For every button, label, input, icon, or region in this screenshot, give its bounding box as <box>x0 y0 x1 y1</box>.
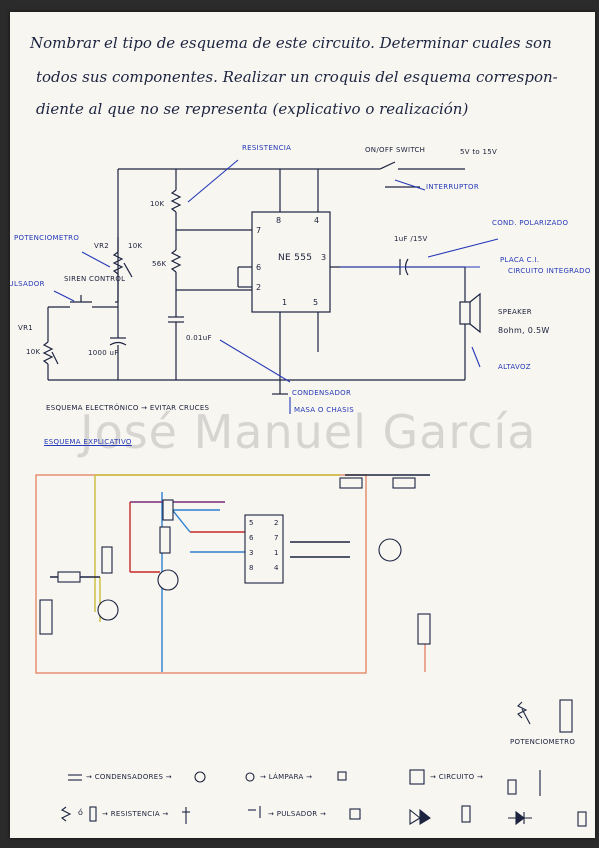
label-voltage: 5V to 15V <box>460 148 498 156</box>
label-vr1: VR1 <box>18 324 34 332</box>
prompt-line-2: todos sus componentes. Realizar un croqu… <box>36 68 558 86</box>
ic-pin-2: 2 <box>256 283 262 292</box>
label-r10k-top: 10K <box>150 200 165 208</box>
legend-condensadores: → CONDENSADORES → <box>86 773 172 781</box>
expl-pin-left-3: 3 <box>249 549 254 557</box>
label-cap-rating: 1uF /15V <box>394 235 428 243</box>
ic-pin-8: 8 <box>276 216 282 225</box>
prompt-line-1: Nombrar el tipo de esquema de este circu… <box>30 34 552 52</box>
expl-pin-left-1: 5 <box>249 519 254 527</box>
expl-pin-left-4: 8 <box>249 564 254 572</box>
label-onoff-switch: ON/OFF SWITCH <box>365 146 426 154</box>
watermark: José Manuel García <box>80 405 537 459</box>
caption-esquema-electronico: ESQUEMA ELECTRÓNICO → EVITAR CRUCES <box>46 404 210 412</box>
legend-circuito: → CIRCUITO → <box>430 773 484 781</box>
legend-resistencia: → RESISTENCIA → <box>102 810 169 818</box>
label-pulsador: PULSADOR <box>10 280 45 288</box>
title-esquema-explicativo: ESQUEMA EXPLICATIVO <box>44 438 132 446</box>
label-potenciometro-note: POTENCIOMETRO <box>510 738 576 746</box>
label-r10k-vr2: 10K <box>128 242 143 250</box>
label-vr2: VR2 <box>94 242 110 250</box>
ic-pin-6: 6 <box>256 263 262 272</box>
ic-pin-1: 1 <box>282 298 288 307</box>
label-cap-001uf: 0.01uF <box>186 334 212 342</box>
label-circuito-integrado: CIRCUITO INTEGRADO <box>508 267 591 275</box>
paper-sheet: Nombrar el tipo de esquema de este circu… <box>10 12 595 838</box>
expl-pin-right-4: 4 <box>274 564 279 572</box>
expl-pin-right-2: 7 <box>274 534 279 542</box>
label-potenciometro: POTENCIOMETRO <box>14 234 80 242</box>
label-condensador: CONDENSADOR <box>292 389 352 397</box>
label-interruptor: INTERRUPTOR <box>426 183 480 191</box>
label-placa-ci: PLACA C.I. <box>500 256 540 264</box>
label-speaker: SPEAKER <box>498 308 532 316</box>
circuit-drawings <box>35 159 587 827</box>
expl-pin-right-1: 2 <box>274 519 279 527</box>
label-altavoz: ALTAVOZ <box>498 363 531 371</box>
label-speaker-spec: 8ohm, 0.5W <box>498 326 550 335</box>
expl-pin-left-2: 6 <box>249 534 254 542</box>
label-cond-polarizado: COND. POLARIZADO <box>492 219 569 227</box>
ic-pin-4: 4 <box>314 216 320 225</box>
label-cap-1000uf: 1000 uF <box>88 349 119 357</box>
label-masa-chasis: MASA O CHASIS <box>294 406 354 414</box>
legend-pulsador: → PULSADOR → <box>268 810 327 818</box>
label-r56k: 56K <box>152 260 167 268</box>
legend-lampara: → LÁMPARA → <box>260 773 313 781</box>
ic-pin-5: 5 <box>313 298 319 307</box>
prompt-line-3: diente al que no se representa (explicat… <box>36 100 469 118</box>
label-r10k-vr1: 10K <box>26 348 41 356</box>
ic-pin-3: 3 <box>321 253 327 262</box>
expl-pin-right-3: 1 <box>274 549 279 557</box>
ic-pin-7: 7 <box>256 226 262 235</box>
label-siren-control: SIREN CONTROL <box>64 275 126 283</box>
legend-o: ó <box>78 808 84 817</box>
label-resistencia: RESISTENCIA <box>242 144 292 152</box>
ic-label: NE 555 <box>278 253 313 263</box>
